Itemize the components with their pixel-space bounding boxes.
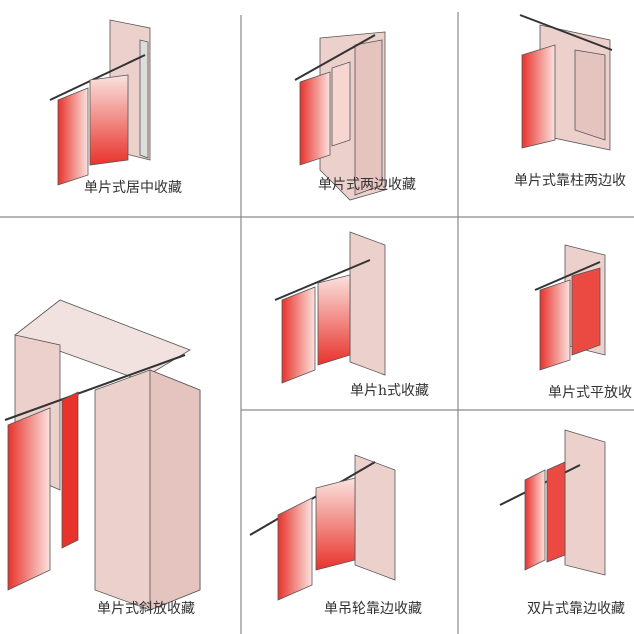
- label-column-both-sides-storage: 单片式靠柱两边收: [514, 173, 626, 189]
- illustration-h-storage: [274, 231, 386, 384]
- illustration-column-both-sides-storage: [519, 14, 613, 151]
- label-diagonal-storage: 单片式斜放收藏: [97, 601, 195, 617]
- label-h-storage: 单片h式收藏: [350, 383, 430, 399]
- illustration-flat-storage: [534, 244, 606, 371]
- label-flat-storage: 单片式平放收: [548, 385, 632, 401]
- illustration-both-sides-storage: [294, 31, 386, 201]
- illustration-center-storage: [49, 19, 151, 186]
- label-center-storage: 单片式居中收藏: [84, 180, 182, 196]
- illustration-single-wheel-side-storage: [249, 454, 396, 601]
- label-single-wheel-side-storage: 单吊轮靠边收藏: [324, 601, 422, 617]
- grid-lines: [0, 12, 634, 634]
- label-double-side-storage: 双片式靠边收藏: [527, 601, 625, 617]
- label-both-sides-storage: 单片式两边收藏: [318, 177, 416, 193]
- illustration-double-side-storage: [499, 429, 606, 576]
- illustration-diagonal-storage: [4, 299, 201, 611]
